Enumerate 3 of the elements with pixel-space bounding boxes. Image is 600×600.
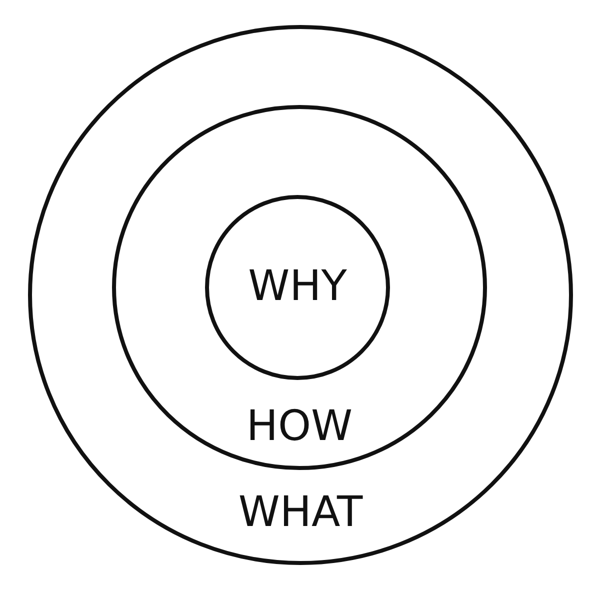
circle-label: WHY bbox=[248, 261, 347, 311]
circle-label: HOW bbox=[246, 401, 353, 451]
circle-label: WHAT bbox=[238, 487, 363, 537]
